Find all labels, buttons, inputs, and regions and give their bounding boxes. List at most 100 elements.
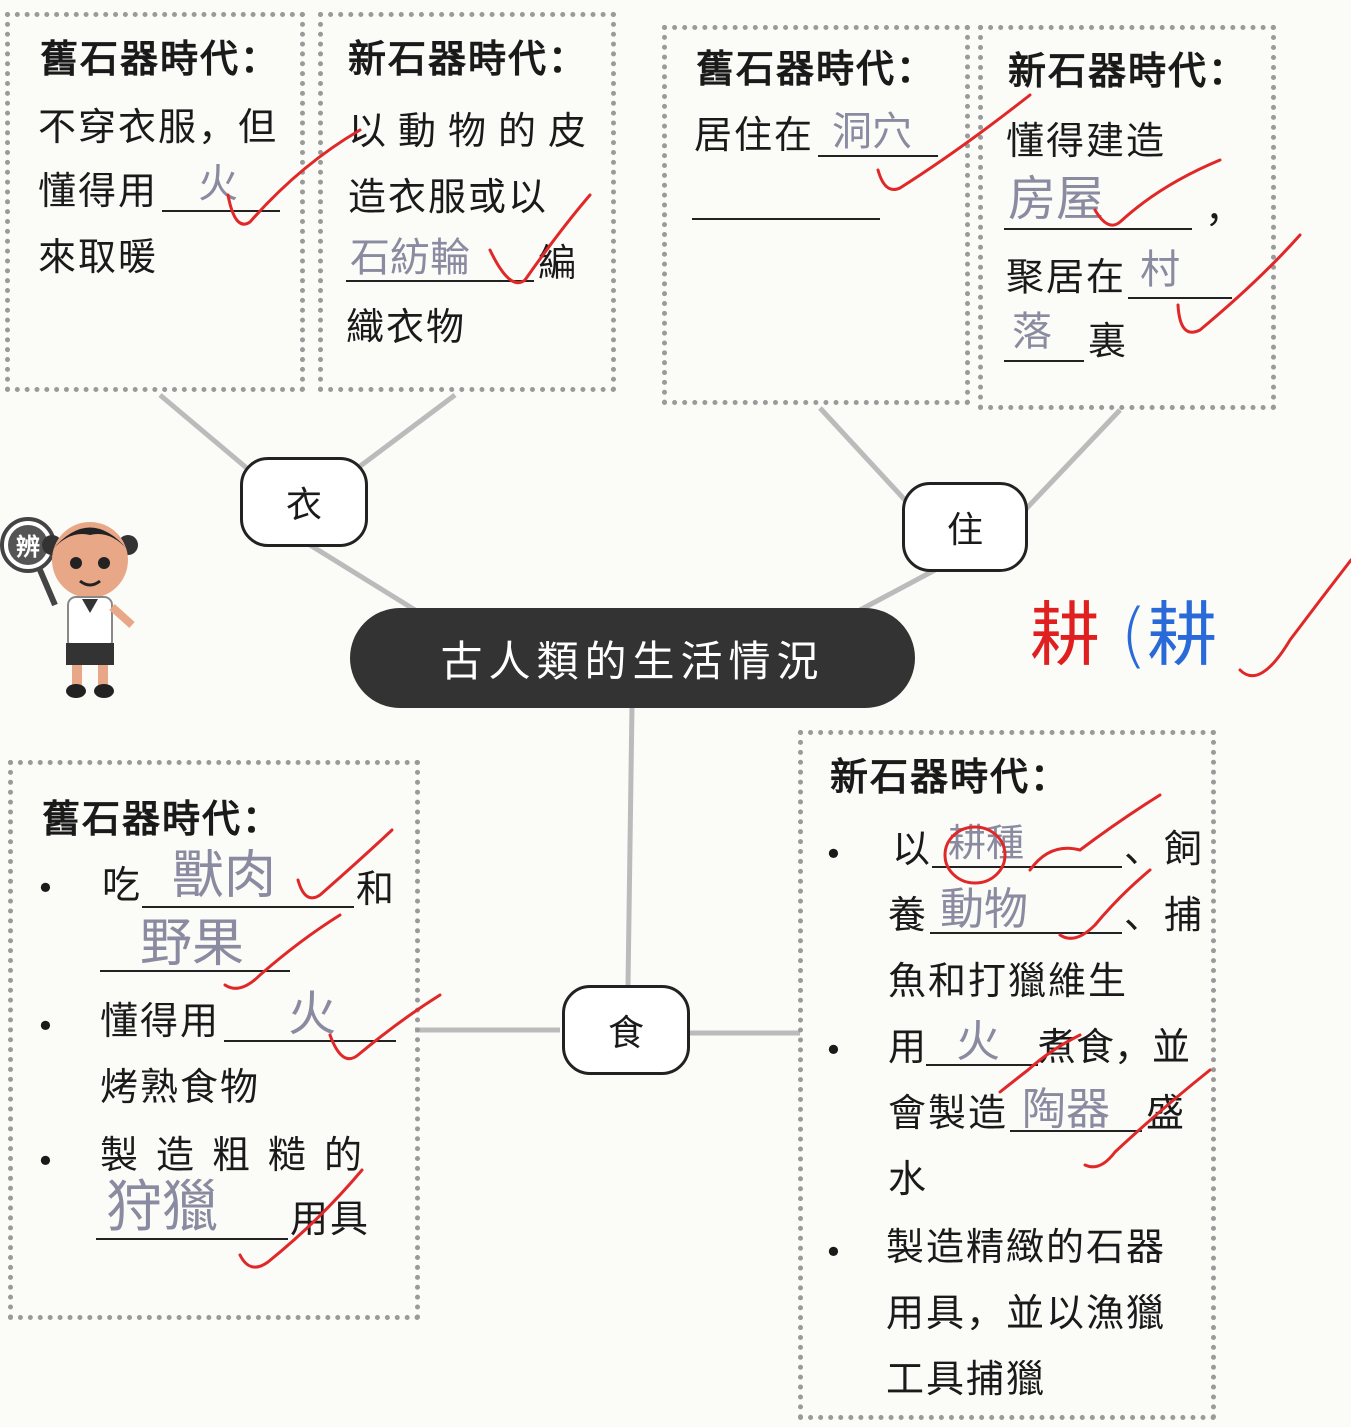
housing-new-answer2b: 落 xyxy=(1012,309,1052,355)
check-mark xyxy=(998,1033,1082,1094)
food-old-box xyxy=(8,760,420,1320)
check-mark xyxy=(1238,558,1351,678)
clothing-old-line2: 懂得用 xyxy=(38,169,159,213)
food-new-bullet1-dot: • xyxy=(824,835,843,873)
clothing-new-line4: 織衣物 xyxy=(346,305,467,349)
clothing-node-label: 衣 xyxy=(285,485,322,526)
food-old-b3-blank xyxy=(96,1238,288,1240)
clothing-old-line1: 不穿衣服，但 xyxy=(38,105,279,149)
food-new-b1-text1: 以 xyxy=(892,827,933,871)
food-new-box xyxy=(798,730,1216,1420)
food-old-b1-blank1 xyxy=(142,906,354,908)
clothing-old-blank xyxy=(162,210,280,212)
check-mark xyxy=(1176,233,1302,334)
mascot-girl-illustration: 辨 xyxy=(0,517,138,698)
housing-new-answer2a: 村 xyxy=(1140,247,1180,293)
housing-old-heading: 舊石器時代： xyxy=(696,46,937,91)
food-new-b1-text5: 魚和打獵維生 xyxy=(888,959,1129,1003)
food-new-b1-text2: 、飼 xyxy=(1124,827,1205,871)
food-old-b1-text2: 和 xyxy=(356,867,397,911)
housing-new-line3: 聚居在 xyxy=(1006,255,1127,299)
housing-new-line4: 裏 xyxy=(1088,319,1129,363)
food-new-b3-text2: 用具，並以漁獵 xyxy=(886,1291,1167,1335)
clothing-new-line3: 編 xyxy=(538,241,579,285)
clothing-old-answer: 火 xyxy=(198,161,238,207)
food-new-b2-text1: 用 xyxy=(888,1025,929,1069)
correction-text-red: 耕 xyxy=(1030,594,1100,676)
food-node-label: 食 xyxy=(607,1013,644,1054)
food-old-b1-text1: 吃 xyxy=(102,863,143,907)
food-new-heading: 新石器時代： xyxy=(830,754,1071,799)
housing-new-comma: ， xyxy=(1205,187,1246,231)
food-old-b1-answer2: 野果 xyxy=(140,914,245,974)
clothing-new-box xyxy=(318,12,616,392)
clothing-new-line2: 造衣服或以 xyxy=(348,175,549,219)
center-title: 古人類的生活情況 xyxy=(350,608,915,708)
check-mark xyxy=(223,913,342,990)
check-mark xyxy=(226,128,362,226)
food-new-b1-text3: 養 xyxy=(888,893,929,937)
food-new-b2-text2: 煮食，並 xyxy=(1038,1025,1191,1069)
food-old-b1-answer1: 獸肉 xyxy=(172,846,277,906)
check-mark xyxy=(238,1168,364,1269)
food-new-b2-text4: 盛 xyxy=(1146,1091,1187,1135)
food-old-bullet1-dot: • xyxy=(36,869,55,907)
food-new-b2-answer1: 火 xyxy=(956,1016,1000,1067)
food-node: 食 xyxy=(562,985,690,1075)
check-mark xyxy=(1093,158,1222,227)
clothing-new-heading: 新石器時代： xyxy=(348,36,589,81)
housing-node-label: 住 xyxy=(946,510,983,551)
check-mark xyxy=(328,993,442,1061)
food-new-b1-answer2: 動物 xyxy=(940,884,1028,935)
correction-text-blue: (耕 xyxy=(1120,594,1218,676)
housing-old-blank2 xyxy=(692,218,880,220)
food-old-b2-text1: 懂得用 xyxy=(100,999,221,1043)
food-new-b2-text5: 水 xyxy=(888,1157,929,1201)
food-new-b3-text1: 製造精緻的石器 xyxy=(886,1225,1167,1269)
clothing-new-line1: 以動物的皮 xyxy=(348,109,599,153)
check-mark xyxy=(296,828,394,900)
housing-old-answer: 洞穴 xyxy=(832,109,912,155)
clothing-old-heading: 舊石器時代： xyxy=(40,36,281,81)
food-old-b2-text2: 烤熟食物 xyxy=(100,1065,261,1109)
clothing-node: 衣 xyxy=(240,457,368,547)
food-old-b2-blank xyxy=(224,1040,396,1042)
food-new-bullet3-dot: • xyxy=(824,1233,843,1271)
food-old-b1-blank2 xyxy=(100,970,290,972)
clothing-old-line3: 來取暖 xyxy=(38,235,159,279)
housing-new-line1: 懂得建造 xyxy=(1006,119,1167,163)
food-new-b1-blank2 xyxy=(930,932,1122,934)
food-new-b2-blank2 xyxy=(1010,1130,1142,1132)
food-new-b2-blank1 xyxy=(926,1064,1038,1066)
clothing-old-box xyxy=(5,12,305,392)
housing-new-box xyxy=(978,25,1276,410)
check-mark xyxy=(1083,1068,1212,1169)
food-old-bullet2-dot: • xyxy=(36,1007,55,1045)
housing-old-line1: 居住在 xyxy=(694,113,815,157)
food-old-b3-text1: 製造粗糙的 xyxy=(100,1133,381,1177)
check-mark xyxy=(488,193,592,285)
housing-old-box xyxy=(662,25,970,405)
food-old-bullet3-dot: • xyxy=(36,1142,55,1180)
housing-node: 住 xyxy=(902,482,1028,572)
housing-new-heading: 新石器時代： xyxy=(1008,48,1249,93)
mascot-badge-char: 辨 xyxy=(16,533,40,561)
housing-new-answer1: 房屋 xyxy=(1008,171,1105,227)
housing-new-blank1 xyxy=(1004,228,1192,230)
food-new-b2-answer2: 陶器 xyxy=(1022,1084,1110,1135)
check-mark xyxy=(1058,868,1152,940)
food-new-b1-blank1 xyxy=(932,866,1122,868)
food-new-b2-text3: 會製造 xyxy=(888,1091,1009,1135)
clothing-new-answer: 石紡輪 xyxy=(350,235,470,281)
housing-new-blank3 xyxy=(1004,360,1084,362)
circle-mark xyxy=(943,825,1007,885)
food-old-heading: 舊石器時代： xyxy=(42,796,283,841)
food-old-b3-answer: 狩獵 xyxy=(106,1175,218,1240)
check-mark xyxy=(1028,793,1162,872)
food-new-b1-text4: 、捕 xyxy=(1124,893,1205,937)
housing-old-blank1 xyxy=(818,155,938,157)
food-new-b3-text3: 工具捕獵 xyxy=(886,1357,1047,1401)
food-old-b2-answer: 火 xyxy=(288,986,337,1042)
